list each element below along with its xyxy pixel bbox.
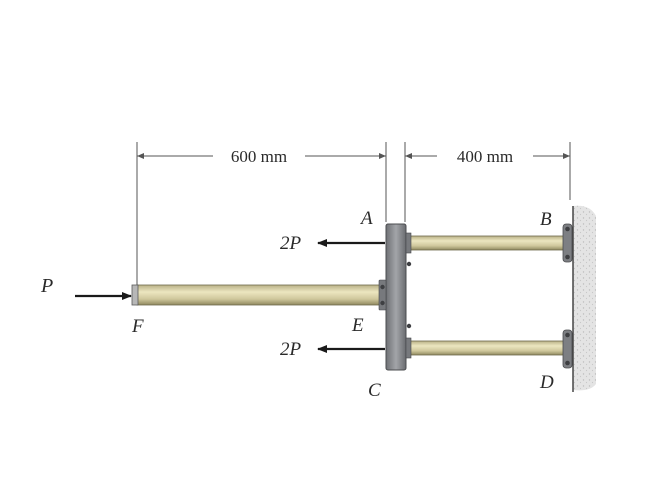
point-label-B: B [540,209,552,230]
rod-CD [406,340,568,356]
rod-AB [406,235,568,251]
bracket-D [562,329,573,369]
dimension-label-400: 400 mm [457,147,513,166]
point-label-F: F [131,316,144,337]
bracket-B [562,223,573,263]
rigid-plate [378,223,412,371]
fixed-wall [572,205,596,392]
rod-EF [131,284,381,306]
point-label-C: C [368,380,381,401]
load-label-P: P [40,275,53,297]
point-label-A: A [359,208,373,229]
dimension-label-600: 600 mm [231,147,287,166]
load-label-2P-top: 2P [280,233,302,254]
dimension-lines [136,142,571,286]
load-label-2P-bottom: 2P [280,339,302,360]
point-label-E: E [351,315,364,336]
point-label-D: D [539,372,554,393]
